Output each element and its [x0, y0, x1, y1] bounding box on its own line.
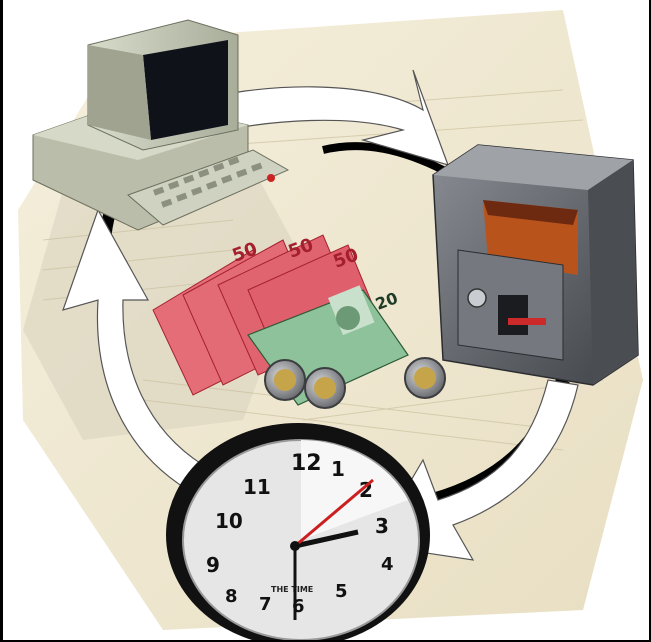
clock-icon: 12 1 2 3 4 5 6 7 8 9 10 11 THE TIME [166, 423, 430, 640]
clock-number: 4 [381, 554, 394, 575]
clock-number: 10 [215, 509, 243, 533]
clock-number: 7 [259, 594, 272, 615]
safe-badge [508, 318, 546, 325]
clock-number: 3 [375, 514, 389, 538]
clock-number: 12 [291, 451, 322, 476]
clock-number: 5 [335, 581, 348, 602]
clock-number: 1 [331, 457, 345, 481]
clock-number: 8 [225, 586, 238, 607]
safe-icon [433, 145, 638, 385]
clock-number: 11 [243, 475, 271, 499]
clock-brand: THE TIME [271, 585, 313, 594]
cycle-illustration: 50 50 50 20 12 1 2 3 4 [3, 0, 649, 640]
clock-number: 9 [206, 553, 220, 577]
